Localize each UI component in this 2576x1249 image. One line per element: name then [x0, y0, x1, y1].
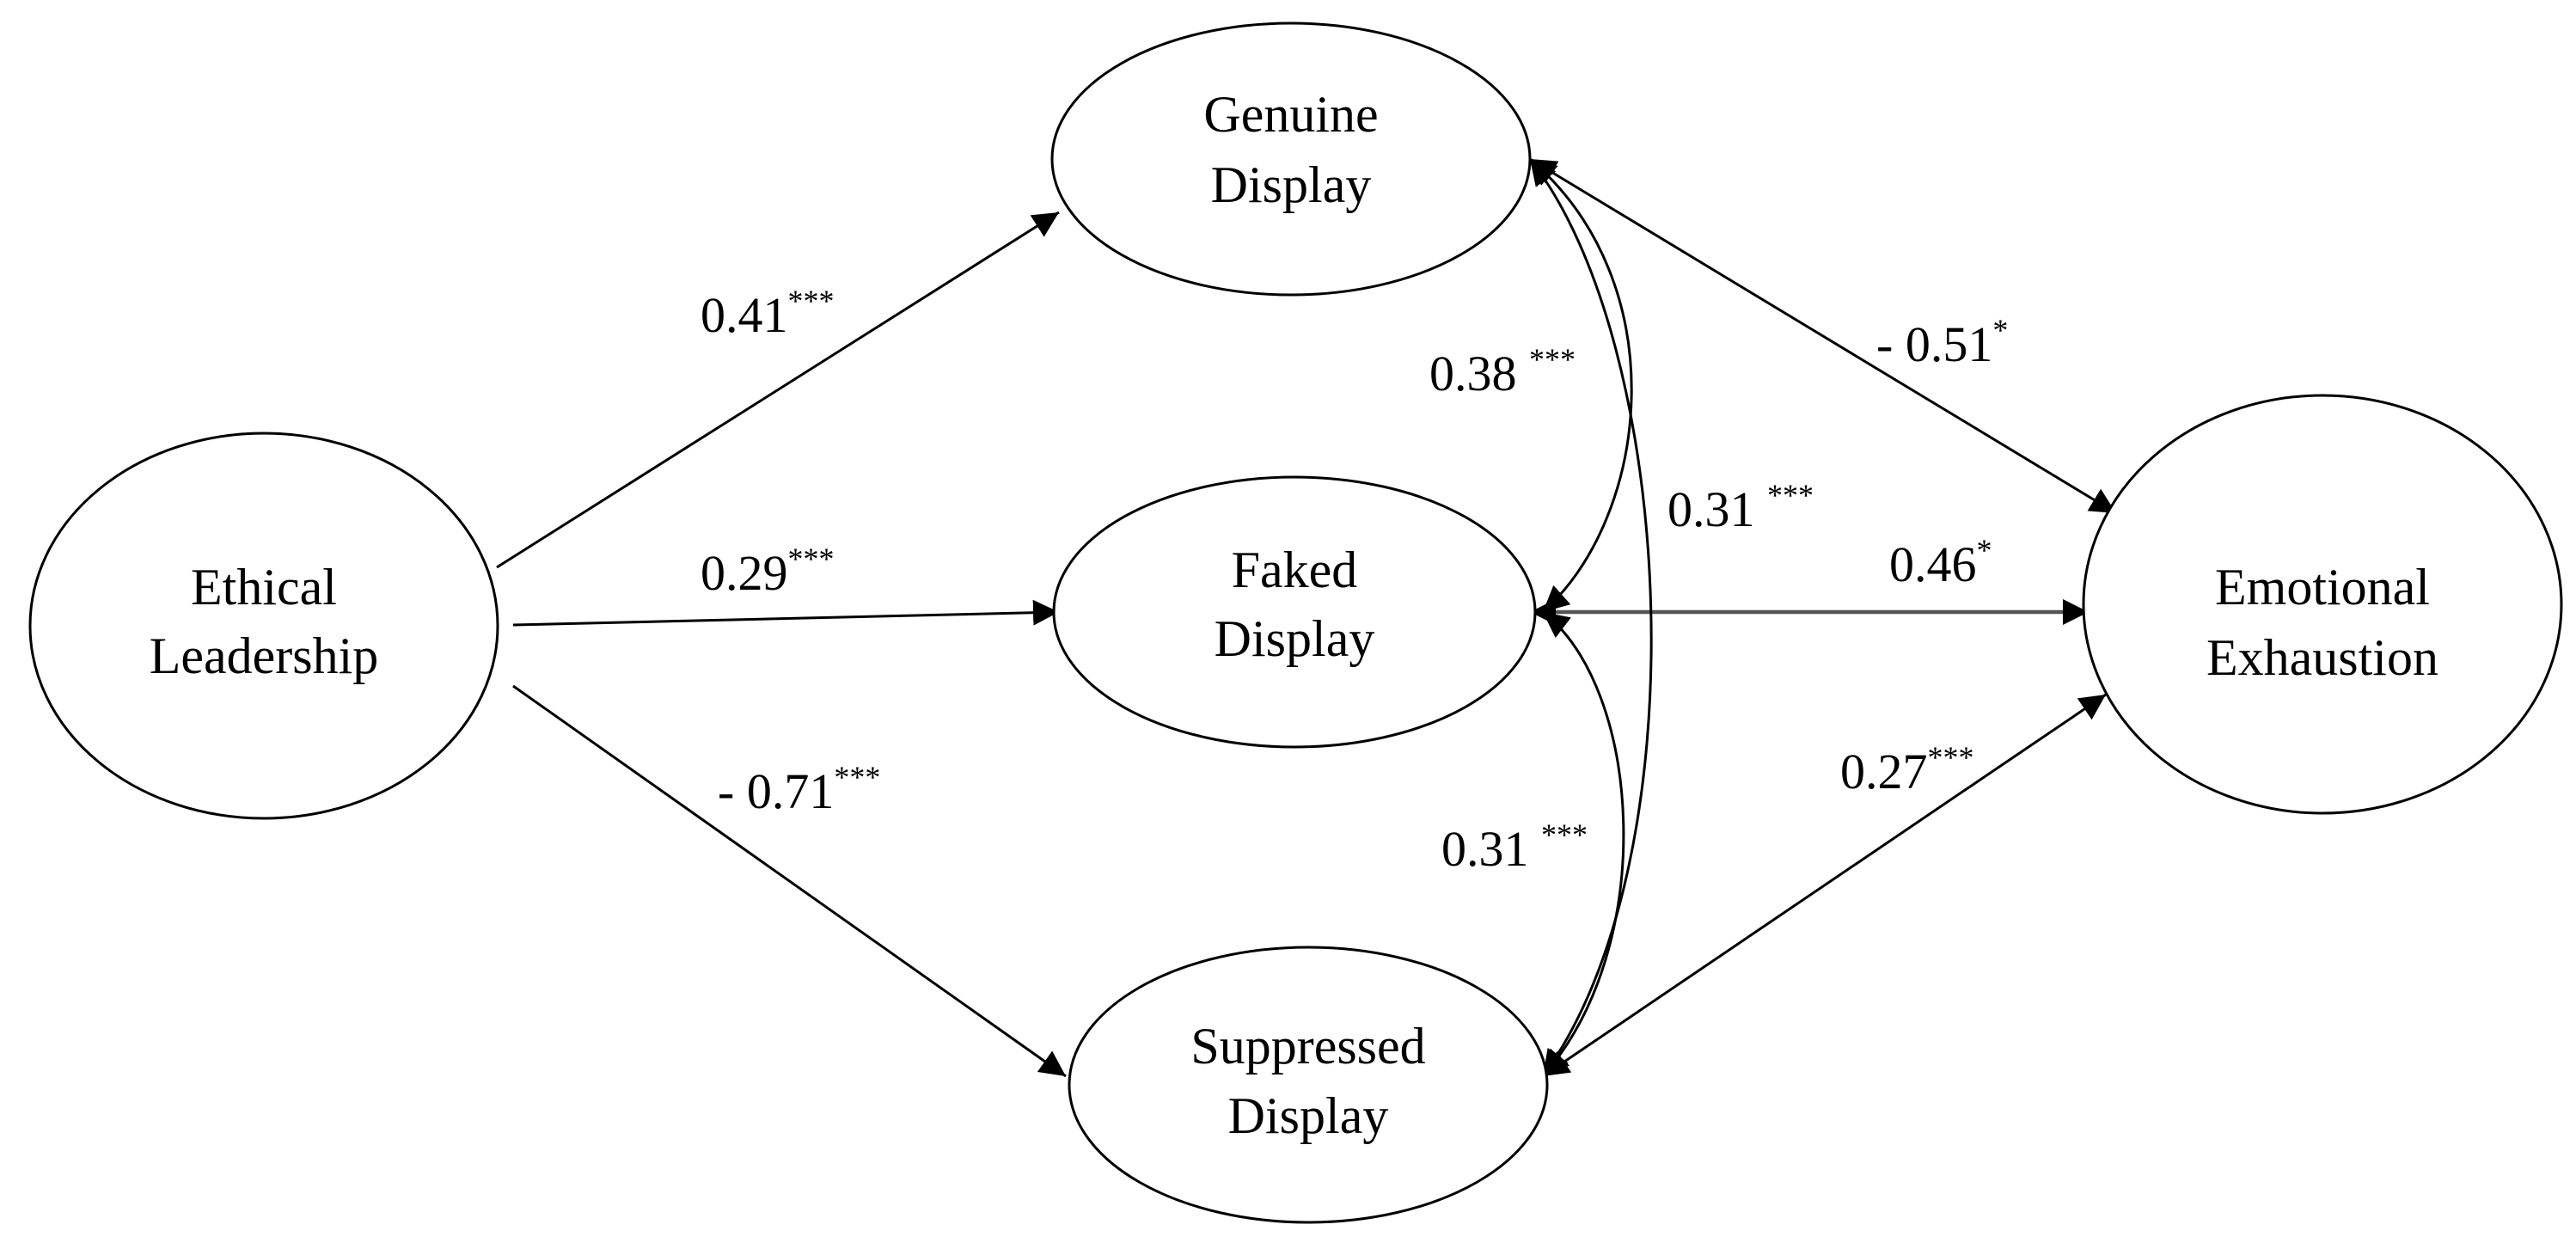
node-label-line1: Ethical: [191, 559, 337, 615]
node-label-line1: Genuine: [1203, 86, 1378, 143]
node-ellipse: [1050, 21, 1532, 297]
coef-faked-suppressed-cov: 0.31 ***: [1441, 817, 1588, 877]
coef-sig: ***: [788, 284, 835, 318]
node-label-line1: Suppressed: [1190, 1018, 1425, 1075]
coef-value: 0.29: [701, 545, 788, 601]
coef-sig: ***: [1928, 740, 1974, 775]
edge-el-to-faked: [512, 599, 1060, 627]
coef-el-to-suppressed: - 0.71***: [718, 760, 880, 819]
node-label-line2: Display: [1211, 156, 1372, 213]
coef-sig: ***: [1767, 478, 1814, 512]
edge-el-to-suppressed: [512, 684, 1067, 1078]
coef-value: 0.31: [1667, 481, 1767, 537]
node-ellipse: [1052, 475, 1537, 749]
node-faked-display: Faked Display: [1052, 475, 1537, 749]
edge-faked-suppressed-cov: [1541, 610, 1625, 1077]
edge-genuine-faked-cov: [1529, 157, 1633, 614]
node-label-line2: Leadership: [150, 628, 379, 684]
coef-faked-ee: 0.46*: [1889, 533, 1992, 592]
coef-genuine-ee: - 0.51*: [1876, 313, 2008, 372]
node-ellipse: [28, 432, 499, 820]
coef-el-to-faked: 0.29***: [701, 542, 835, 601]
coef-value: 0.38: [1429, 346, 1529, 401]
node-suppressed-display: Suppressed Display: [1068, 946, 1549, 1224]
node-label-line1: Faked: [1232, 542, 1358, 598]
node-label-line2: Exhaustion: [2206, 629, 2438, 686]
node-label-line1: Emotional: [2215, 559, 2430, 615]
node-ethical-leadership: Ethical Leadership: [28, 432, 499, 820]
node-label-line2: Display: [1215, 610, 1375, 667]
coef-genuine-suppressed-cov: 0.31 ***: [1667, 478, 1814, 537]
coef-sig: *: [1992, 313, 2008, 347]
edge-suppressed-ee: [1542, 693, 2107, 1078]
coef-el-to-genuine: 0.41***: [701, 284, 835, 343]
node-label-line2: Display: [1228, 1087, 1389, 1144]
coef-sig: ***: [1541, 817, 1588, 852]
coef-genuine-faked-cov: 0.38 ***: [1429, 342, 1576, 401]
node-genuine-display: Genuine Display: [1050, 21, 1532, 297]
coef-value: 0.46: [1889, 536, 1977, 592]
edge-el-to-genuine: [496, 211, 1060, 569]
node-emotional-exhaustion: Emotional Exhaustion: [2082, 394, 2563, 815]
coef-value: 0.41: [701, 287, 788, 343]
coef-sig: ***: [788, 542, 835, 576]
coef-suppressed-ee: 0.27***: [1840, 740, 1974, 799]
coef-value: 0.31: [1441, 821, 1541, 877]
coef-sig: *: [1977, 533, 1992, 567]
coef-value: 0.27: [1840, 744, 1928, 799]
coef-value: - 0.71: [718, 763, 834, 819]
edge-genuine-suppressed-cov: [1528, 158, 1653, 1077]
coef-sig: ***: [1529, 342, 1576, 377]
coef-value: - 0.51: [1876, 316, 1992, 372]
edge-genuine-ee: [1529, 157, 2117, 515]
node-ellipse: [2082, 394, 2563, 815]
edges: [496, 157, 2117, 1078]
coef-sig: ***: [834, 760, 880, 794]
node-ellipse: [1068, 946, 1549, 1224]
